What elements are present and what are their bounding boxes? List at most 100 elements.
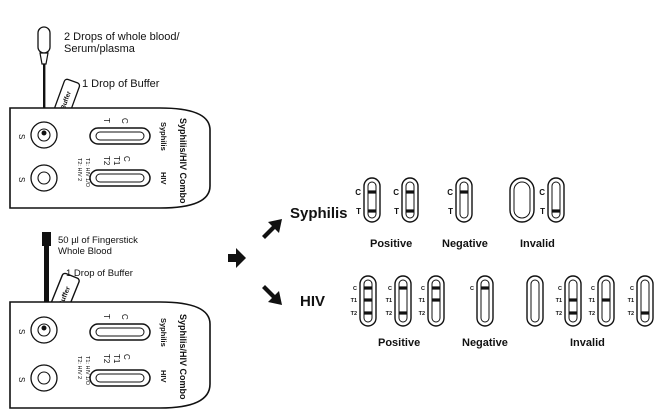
- strip-line-label: T1: [419, 298, 425, 304]
- result-line: [399, 311, 407, 315]
- step2-buffer-label: 1 Drop of Buffer: [66, 268, 133, 279]
- sample-well-label: S: [17, 177, 26, 182]
- strip-line-label: T2: [628, 311, 634, 317]
- result-line: [460, 190, 468, 194]
- cassette-title: Syphilis/HIV Combo: [178, 314, 188, 400]
- hiv-legend-2: T2: HIV 2: [76, 158, 82, 181]
- strip-line-label: T: [540, 207, 545, 216]
- hiv-results-title: HIV: [300, 293, 325, 310]
- syphilis-negative-label: Negative: [442, 238, 488, 250]
- result-line: [368, 209, 376, 213]
- line-t1-label: T1: [112, 156, 121, 166]
- line-t-label: T: [102, 314, 111, 319]
- strip-line-label: T2: [386, 311, 392, 317]
- strip-line-label: T1: [386, 298, 392, 304]
- hiv-legend-1: T1: HIV 1/O: [84, 356, 90, 386]
- strip-inner: [459, 181, 469, 219]
- strip-line-label: C: [470, 286, 474, 292]
- arrow-up-right-icon: [262, 219, 282, 239]
- step2-group: 50 µl of Fingerstick Whole Blood Buffer …: [9, 232, 211, 409]
- hiv-window-label: HIV: [159, 172, 168, 185]
- syphilis-window-label: Syphilis: [159, 318, 168, 347]
- syphilis-strip-invalid-2: CT: [539, 177, 565, 223]
- strip-line-label: T: [448, 207, 453, 216]
- step1-pipette-label-2: Serum/plasma: [64, 43, 136, 55]
- strip-line-label: T: [356, 207, 361, 216]
- hiv-strip-negative: C: [470, 275, 494, 327]
- strip-inner: [640, 279, 650, 323]
- result-line: [641, 311, 649, 315]
- result-line: [364, 286, 372, 290]
- step1-buffer-label: 1 Drop of Buffer: [82, 78, 160, 90]
- strip-line-label: C: [630, 286, 634, 292]
- line-c-label: C: [120, 314, 129, 320]
- step2-pipette-label-1: 50 µl of Fingerstick: [58, 235, 138, 246]
- cassette-device: S S C T Syphilis C T1 T2 HIV T1: HIV 1/O…: [9, 301, 211, 409]
- result-line: [406, 190, 414, 194]
- sample-well-label: S: [17, 134, 26, 139]
- line-c-label: C: [122, 156, 131, 162]
- hiv-legend-1: T1: HIV 1/O: [84, 158, 90, 188]
- strip-inner: [530, 279, 540, 323]
- syphilis-strip-positive-2: CT: [393, 177, 419, 223]
- result-line: [364, 298, 372, 302]
- strip-line-label: T1: [556, 298, 562, 304]
- strip-line-label: T2: [419, 311, 425, 317]
- strip-line-label: C: [353, 286, 357, 292]
- syphilis-strip-invalid-1: [509, 177, 535, 223]
- result-line: [368, 190, 376, 194]
- strip-inner: [513, 181, 531, 219]
- cassette-device: S S C T Syphilis C T1 T2 HIV T1: HIV 1/O…: [9, 107, 211, 209]
- strip-line-label: T1: [589, 298, 595, 304]
- strip-line-label: C: [591, 286, 595, 292]
- sample-well-label: S: [17, 329, 26, 334]
- line-c-label: C: [120, 118, 129, 124]
- strip-line-label: T2: [556, 311, 562, 317]
- strip-line-label: C: [388, 286, 392, 292]
- result-line: [569, 298, 577, 302]
- pipette-icon: [37, 26, 51, 124]
- result-line: [569, 311, 577, 315]
- strip-inner: [398, 279, 408, 323]
- result-line: [406, 209, 414, 213]
- strip-inner: [551, 181, 561, 219]
- strip-inner: [480, 279, 490, 323]
- syphilis-window-label: Syphilis: [159, 122, 168, 151]
- step2-pipette-label-2: Whole Blood: [58, 246, 112, 257]
- syphilis-strip-positive-1: CT: [355, 177, 381, 223]
- syphilis-results-title: Syphilis: [290, 205, 348, 222]
- step1-pipette-label-1: 2 Drops of whole blood/: [64, 31, 181, 43]
- result-line: [432, 286, 440, 290]
- hiv-invalid-label: Invalid: [570, 337, 605, 349]
- strip-line-label: T1: [628, 298, 634, 304]
- arrow-down-right-icon: [262, 285, 282, 305]
- sample-well-label: S: [17, 377, 26, 382]
- hiv-positive-label: Positive: [378, 337, 420, 349]
- cassette-title: Syphilis/HIV Combo: [178, 118, 188, 204]
- result-line: [602, 298, 610, 302]
- result-line: [481, 286, 489, 290]
- hiv-window-label: HIV: [159, 370, 168, 383]
- syphilis-invalid-label: Invalid: [520, 238, 555, 250]
- strip-line-label: C: [447, 188, 453, 197]
- hiv-negative-label: Negative: [462, 337, 508, 349]
- line-t1-label: T1: [112, 354, 121, 364]
- strip-line-label: T1: [351, 298, 357, 304]
- result-line: [399, 286, 407, 290]
- hiv-strip-invalid-1: [526, 275, 544, 327]
- strip-line-label: T2: [351, 311, 357, 317]
- result-line: [432, 298, 440, 302]
- syphilis-positive-label: Positive: [370, 238, 412, 250]
- strip-line-label: C: [558, 286, 562, 292]
- strip-line-label: T: [394, 207, 399, 216]
- line-t2-label: T2: [102, 354, 111, 364]
- strip-line-label: C: [355, 188, 361, 197]
- line-c-label: C: [122, 354, 131, 360]
